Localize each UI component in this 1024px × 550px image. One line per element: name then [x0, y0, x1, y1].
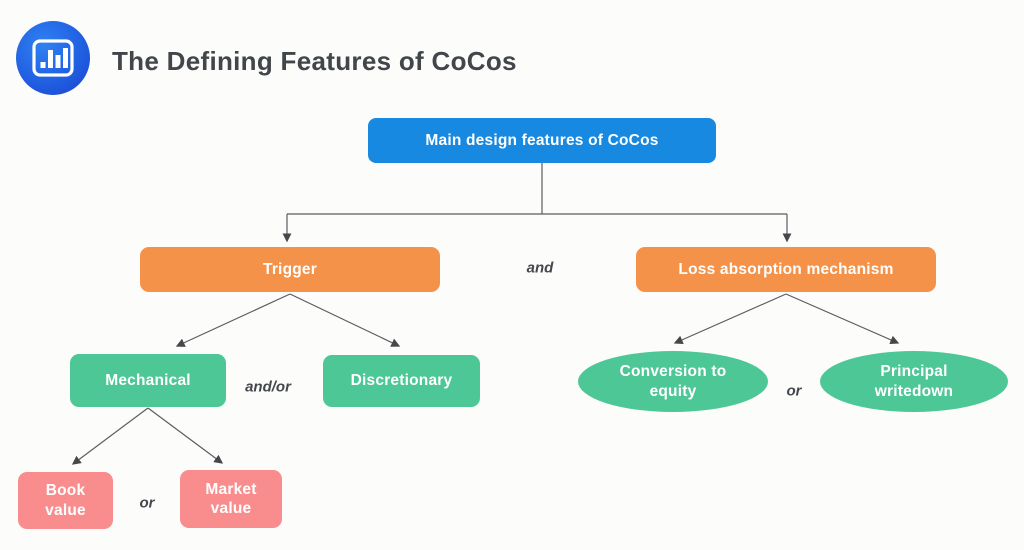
edge-trigger-discretionary	[289, 293, 401, 347]
node-conversion-label: Conversion to equity	[619, 363, 727, 400]
node-discretionary: Discretionary	[323, 355, 480, 407]
connector-label-and-or: and/or	[245, 378, 291, 396]
node-loss-absorption-mechanism: Loss absorption mechanism	[636, 247, 936, 292]
node-principal-label: Principal writedown	[874, 363, 954, 400]
edge-loss-principal	[785, 293, 900, 345]
edge-trigger-mechanical	[175, 293, 291, 347]
edge-mechanical-book	[71, 407, 149, 465]
connector-label-or-left: or	[139, 494, 155, 512]
connector-label-and: and	[526, 259, 554, 277]
page-title: The Defining Features of CoCos	[112, 46, 517, 76]
bar-chart-logo	[16, 21, 90, 95]
edge-loss-conversion	[673, 293, 787, 345]
edge-mechanical-market	[147, 407, 224, 464]
bar-chart-icon	[32, 39, 74, 77]
connector-label-or-right: or	[786, 382, 802, 400]
node-trigger: Trigger	[140, 247, 440, 292]
node-book-value: Book value	[18, 472, 113, 529]
node-market-value: Market value	[180, 470, 282, 528]
node-mechanical: Mechanical	[70, 354, 226, 407]
node-conversion-to-equity: Conversion to equity	[578, 351, 768, 412]
node-principal-writedown: Principal writedown	[820, 351, 1008, 412]
node-main-design-features: Main design features of CoCos	[368, 118, 716, 163]
